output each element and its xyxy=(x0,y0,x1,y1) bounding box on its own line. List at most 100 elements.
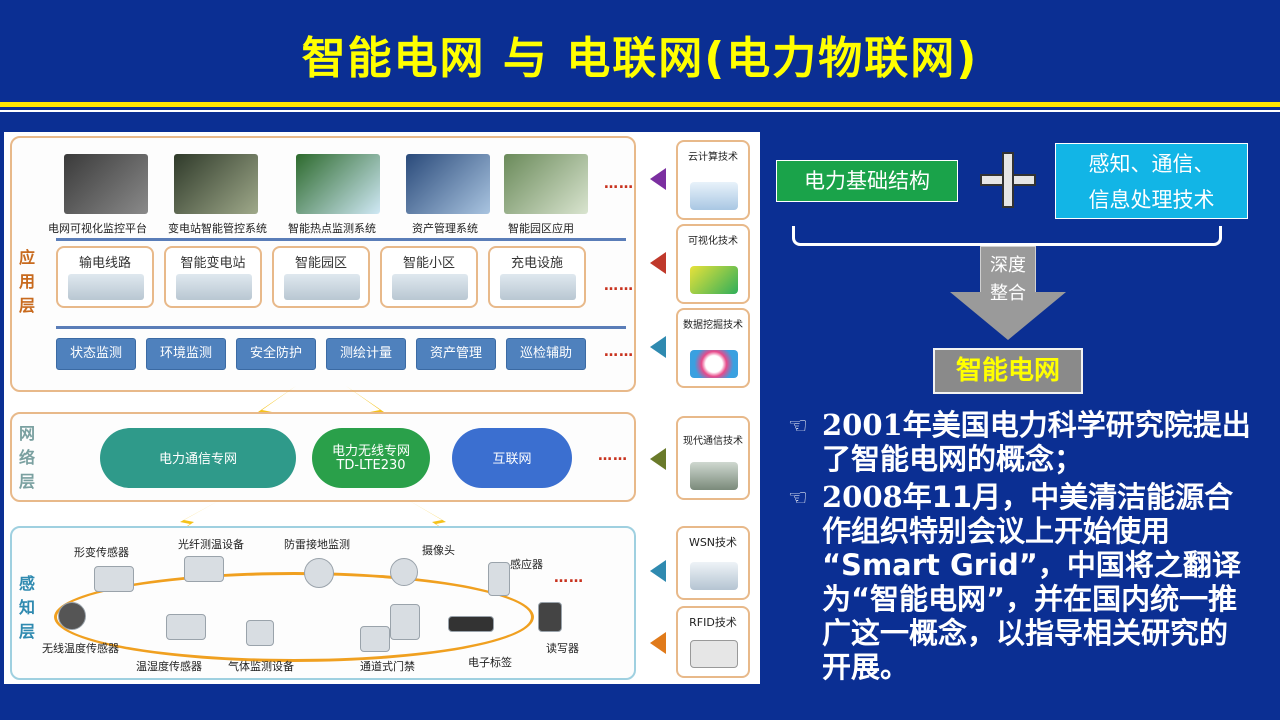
application-layer-label: 应用层 xyxy=(18,248,35,315)
arrow-left-icon xyxy=(650,252,666,274)
tech-wsn: WSN技术 xyxy=(676,526,750,600)
app-caption: 电网可视化监控平台 xyxy=(48,222,147,235)
app-thumb-asset xyxy=(406,154,490,214)
sensing-tech-line-1: 感知、通信、 xyxy=(1088,152,1215,176)
app-thumb-hotspot xyxy=(296,154,380,214)
bullet-year: 2001 xyxy=(822,408,903,442)
sensor-label: 无线温度传感器 xyxy=(42,642,119,655)
function-button: 安全防护 xyxy=(236,338,316,370)
sensor-label: 读写器 xyxy=(546,642,579,655)
facility-substation: 智能变电站 xyxy=(164,246,262,308)
sensor-label: 光纤测温设备 xyxy=(178,538,244,551)
sensor-label: 电子标签 xyxy=(468,656,512,669)
function-button: 状态监测 xyxy=(56,338,136,370)
cloud-label: 电力无线专网 xyxy=(331,444,410,459)
ellipsis-facilities: …… xyxy=(604,278,634,294)
cloud-label: 互联网 xyxy=(492,452,532,467)
sensing-tech-box: 感知、通信、 信息处理技术 xyxy=(1055,143,1248,219)
bullet-year: 2008 xyxy=(822,480,903,514)
facility-image xyxy=(68,274,144,300)
bullet-text: 年美国电力科学研究院提出了智能电网的概念； xyxy=(822,408,1251,476)
ellipsis-apps: …… xyxy=(604,176,634,192)
sensor-label: 通道式门禁 xyxy=(360,660,415,673)
arrow-left-icon xyxy=(650,336,666,358)
function-button: 巡检辅助 xyxy=(506,338,586,370)
facility-image xyxy=(176,274,252,300)
sensor-label: 温湿度传感器 xyxy=(136,660,202,673)
tech-label: 现代通信技术 xyxy=(683,436,743,447)
ellipsis-functions: …… xyxy=(604,344,634,360)
cloud-label: 电力通信专网 xyxy=(158,452,237,467)
sensor-label: 防雷接地监测 xyxy=(284,538,350,551)
plus-center xyxy=(1004,176,1012,184)
bullet-list: ☜ 2001年美国电力科学研究院提出了智能电网的概念； ☜ 2008年11月，中… xyxy=(786,408,1256,688)
tech-visualization: 可视化技术 xyxy=(676,224,750,304)
tech-image xyxy=(690,182,738,210)
tech-cloud-computing: 云计算技术 xyxy=(676,140,750,220)
sensor-device xyxy=(488,562,510,596)
sensor-device xyxy=(94,566,134,592)
app-thumb-monitoring xyxy=(64,154,148,214)
tech-image xyxy=(690,462,738,490)
facility-label: 智能变电站 xyxy=(180,256,246,271)
sensor-device xyxy=(304,558,334,588)
tech-modern-communication: 现代通信技术 xyxy=(676,416,750,500)
sensor-device xyxy=(246,620,274,646)
divider-line xyxy=(56,238,626,241)
pointing-hand-icon: ☜ xyxy=(788,414,808,439)
sensor-ring xyxy=(54,572,534,662)
cloud-wireless-network: 电力无线专网 TD-LTE230 xyxy=(312,428,430,488)
sensor-device xyxy=(184,556,224,582)
sensor-device xyxy=(390,558,418,586)
facility-charging: 充电设施 xyxy=(488,246,586,308)
facility-power-line: 输电线路 xyxy=(56,246,154,308)
sensor-device xyxy=(58,602,86,630)
divider-line xyxy=(56,326,626,329)
network-layer: 网络层 电力通信专网 电力无线专网 TD-LTE230 互联网 …… xyxy=(10,412,636,502)
tech-data-mining: 数据挖掘技术 xyxy=(676,308,750,388)
sensor-label: 摄像头 xyxy=(422,544,455,557)
smart-grid-result-box: 智能电网 xyxy=(933,348,1083,394)
cloud-private-network: 电力通信专网 xyxy=(100,428,296,488)
tech-label: 数据挖掘技术 xyxy=(683,320,743,331)
down-arrow-head xyxy=(950,292,1066,340)
lightning-bolt-icon xyxy=(158,500,220,546)
app-caption: 资产管理系统 xyxy=(412,222,478,235)
title-underline-yellow xyxy=(0,102,1280,107)
facility-label: 充电设施 xyxy=(510,256,563,271)
bullet-text: 年11月，中美清洁能源合作组织特别会议上开始使用 “Smart Grid”，中国… xyxy=(822,480,1241,684)
app-thumb-park xyxy=(504,154,588,214)
pointing-hand-icon: ☜ xyxy=(788,486,808,511)
facility-label: 智能小区 xyxy=(402,256,455,271)
bullet-item: ☜ 2001年美国电力科学研究院提出了智能电网的概念； xyxy=(786,408,1256,476)
tech-rfid: RFID技术 xyxy=(676,606,750,678)
function-button: 测绘计量 xyxy=(326,338,406,370)
sensing-layer-label: 感知层 xyxy=(18,574,35,641)
tech-image xyxy=(690,562,738,590)
function-button: 资产管理 xyxy=(416,338,496,370)
facility-image xyxy=(392,274,468,300)
facility-label: 输电线路 xyxy=(78,256,131,271)
facility-park: 智能园区 xyxy=(272,246,370,308)
power-infrastructure-box: 电力基础结构 xyxy=(776,160,958,202)
arrow-left-icon xyxy=(650,448,666,470)
arrow-left-icon xyxy=(650,560,666,582)
sensor-device xyxy=(166,614,206,640)
arrow-left-icon xyxy=(650,632,666,654)
bracket xyxy=(792,226,1222,246)
sensor-device xyxy=(448,616,494,632)
app-caption: 智能热点监测系统 xyxy=(288,222,376,235)
title-underline-white xyxy=(0,110,1280,112)
ellipsis-networks: …… xyxy=(598,448,628,464)
bullet-item: ☜ 2008年11月，中美清洁能源合作组织特别会议上开始使用 “Smart Gr… xyxy=(786,480,1256,684)
facility-image xyxy=(500,274,576,300)
sensing-tech-line-2: 信息处理技术 xyxy=(1088,188,1215,212)
arrow-left-icon xyxy=(650,168,666,190)
tech-label: RFID技术 xyxy=(689,616,737,629)
tech-label: WSN技术 xyxy=(688,536,738,549)
sensor-label: 气体监测设备 xyxy=(228,660,294,673)
slide-title: 智能电网 与 电联网(电力物联网) xyxy=(301,33,979,84)
tech-label: 云计算技术 xyxy=(688,152,738,163)
down-arrow-label: 深度 整合 xyxy=(990,255,1026,304)
facility-community: 智能小区 xyxy=(380,246,478,308)
